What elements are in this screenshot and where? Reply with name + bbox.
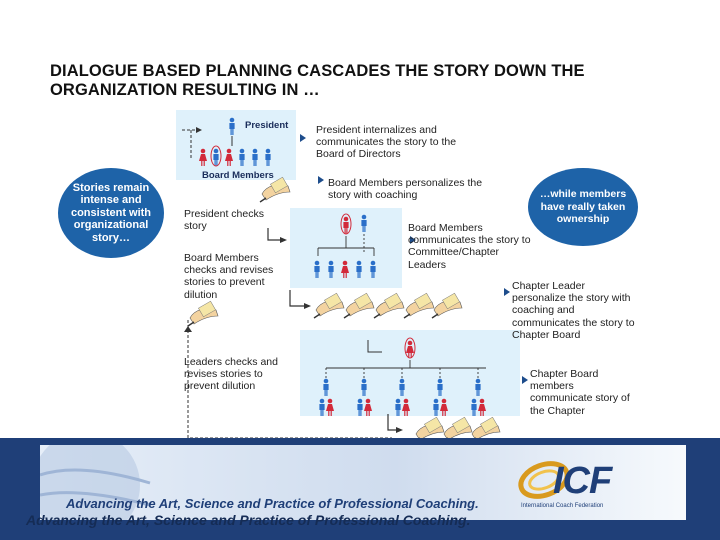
note-board-personalizes: Board Members personalizes the story wit… bbox=[328, 177, 488, 201]
note-board-communicates: Board Members communicates the story to … bbox=[408, 222, 536, 271]
note-president-checks: President checks story bbox=[184, 208, 276, 232]
icf-logo-subtitle: International Coach Federation bbox=[521, 503, 603, 509]
note-chapter-board: Chapter Board members communicate story … bbox=[530, 368, 630, 417]
bullet-arrow bbox=[318, 176, 324, 184]
note-president-internalizes: President internalizes and communicates … bbox=[316, 124, 486, 161]
bullet-arrow bbox=[504, 288, 510, 296]
bullet-arrow bbox=[300, 134, 306, 142]
note-board-checks: Board Members checks and revises stories… bbox=[184, 252, 280, 301]
level1-people bbox=[199, 118, 271, 166]
bullet-arrow bbox=[522, 376, 528, 384]
note-leaders-check: Leaders checks and revises stories to pr… bbox=[184, 356, 284, 393]
footer-tagline-shadow: Advancing the Art, Science and Practice … bbox=[26, 512, 470, 528]
icf-logo: ICF bbox=[553, 460, 611, 503]
note-chapter-leader: Chapter Leader personalize the story wit… bbox=[512, 280, 638, 341]
level3-people bbox=[319, 341, 486, 416]
footer-tagline: Advancing the Art, Science and Practice … bbox=[66, 496, 479, 511]
